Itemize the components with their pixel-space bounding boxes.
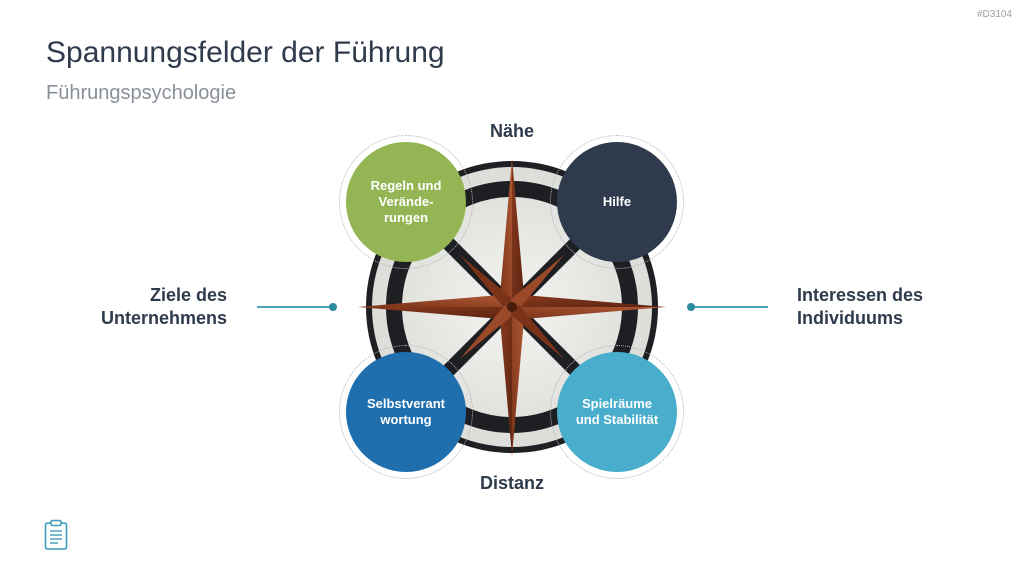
- pole-top-label: Nähe: [462, 120, 562, 143]
- quadrant-bottom-left: Selbstverant wortung: [346, 352, 466, 472]
- left-connector-line: [257, 306, 333, 308]
- quadrant-bottom-right-label: Spielräume und Stabilität: [571, 396, 663, 428]
- quadrant-top-right-label: Hilfe: [603, 194, 631, 210]
- quadrant-top-right: Hilfe: [557, 142, 677, 262]
- pole-bottom-label: Distanz: [462, 472, 562, 495]
- right-connector-dot: [687, 303, 695, 311]
- right-connector-line: [692, 306, 768, 308]
- quadrant-bottom-right: Spielräume und Stabilität: [557, 352, 677, 472]
- left-connector-dot: [329, 303, 337, 311]
- quadrant-top-left: Regeln und Verände-rungen: [346, 142, 466, 262]
- pole-left-label: Ziele des Unternehmens: [27, 284, 227, 330]
- quadrant-bottom-left-label: Selbstverant wortung: [360, 396, 452, 428]
- pole-right-label: Interessen des Individuums: [797, 284, 997, 330]
- quadrant-top-left-label: Regeln und Verände-rungen: [360, 178, 452, 226]
- clipboard-icon: [44, 519, 68, 551]
